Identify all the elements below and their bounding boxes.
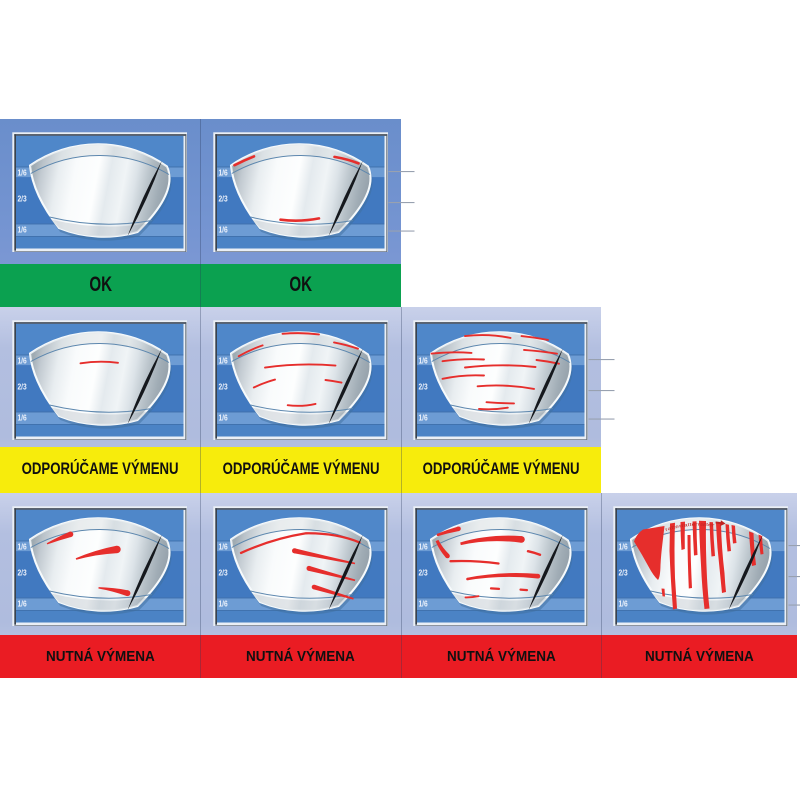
svg-text:1/6: 1/6 <box>18 226 28 235</box>
svg-text:1/6: 1/6 <box>419 413 429 422</box>
svg-text:2/3: 2/3 <box>18 195 28 204</box>
svg-text:1/6: 1/6 <box>619 542 629 551</box>
svg-text:1/6: 1/6 <box>218 413 228 422</box>
svg-text:1/6: 1/6 <box>218 356 228 365</box>
svg-text:1/6: 1/6 <box>419 542 429 551</box>
svg-text:2/3: 2/3 <box>419 382 429 391</box>
svg-text:1/6: 1/6 <box>419 356 429 365</box>
svg-text:1/6: 1/6 <box>18 599 28 608</box>
svg-text:1/6: 1/6 <box>419 599 429 608</box>
svg-text:1/6: 1/6 <box>218 599 228 608</box>
svg-text:1/6: 1/6 <box>218 169 228 178</box>
svg-text:2/3: 2/3 <box>18 568 28 577</box>
svg-text:2/3: 2/3 <box>619 568 629 577</box>
svg-text:1/6: 1/6 <box>18 413 28 422</box>
svg-text:2/3: 2/3 <box>218 195 228 204</box>
svg-text:ratterratterratter: ratterratterratter <box>665 521 716 531</box>
svg-text:1/6: 1/6 <box>218 226 228 235</box>
svg-text:1/6: 1/6 <box>18 356 28 365</box>
svg-text:1/6: 1/6 <box>619 599 629 608</box>
svg-text:1/6: 1/6 <box>218 542 228 551</box>
svg-text:1/6: 1/6 <box>18 542 28 551</box>
svg-text:2/3: 2/3 <box>18 382 28 391</box>
svg-text:2/3: 2/3 <box>218 382 228 391</box>
svg-text:2/3: 2/3 <box>218 568 228 577</box>
svg-text:1/6: 1/6 <box>18 169 28 178</box>
svg-text:2/3: 2/3 <box>419 568 429 577</box>
